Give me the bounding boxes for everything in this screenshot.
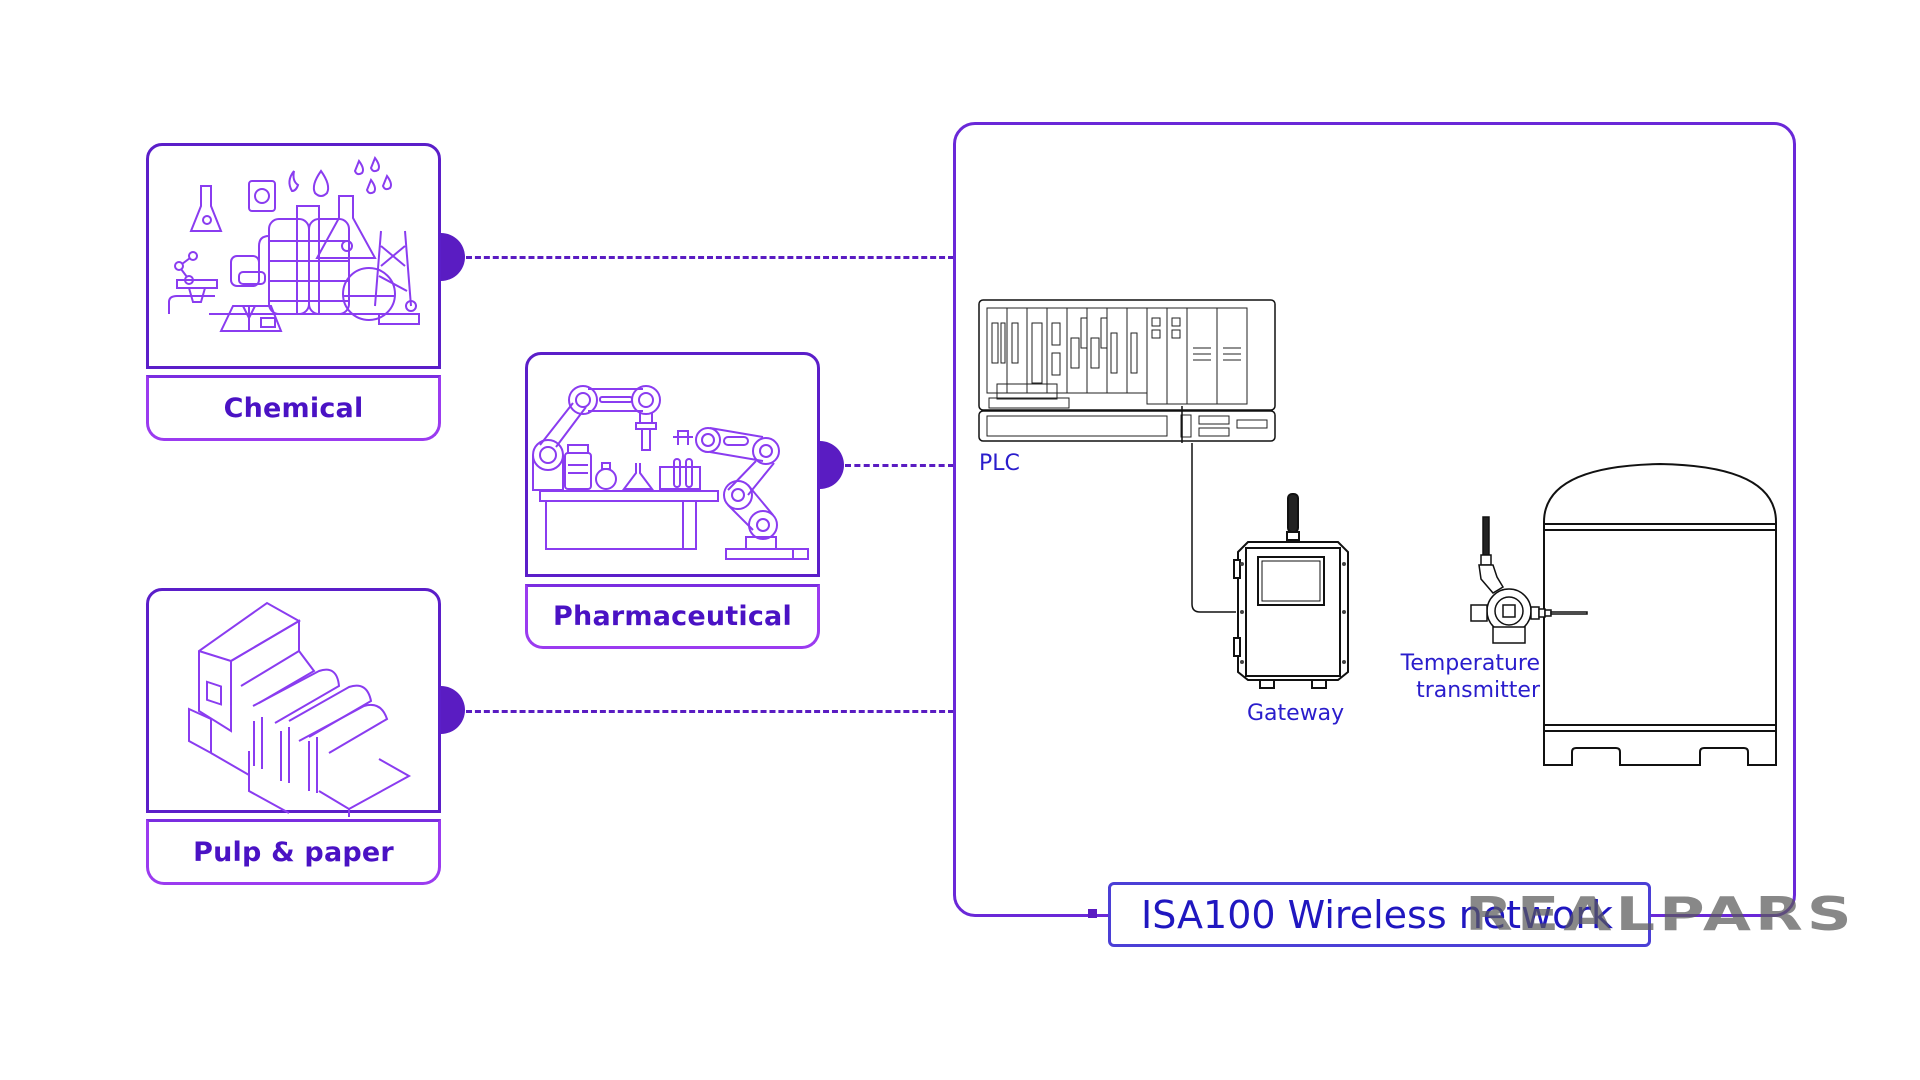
pulp-card bbox=[146, 588, 441, 817]
chemical-label: Chemical bbox=[146, 375, 441, 441]
robotic-lab-icon bbox=[532, 385, 809, 560]
wireless-gateway-icon bbox=[1233, 493, 1349, 689]
transmitter-label: Temperature transmitter bbox=[1390, 650, 1540, 704]
tank-icon bbox=[1543, 462, 1777, 766]
pulp-label: Pulp & paper bbox=[146, 819, 441, 885]
network-title: ISA100 Wireless network bbox=[1108, 882, 1651, 947]
transmitter-label-line2: transmitter bbox=[1416, 678, 1540, 703]
pulp-link-line bbox=[466, 710, 954, 713]
transmitter-label-line1: Temperature bbox=[1400, 651, 1540, 676]
chemical-card bbox=[146, 143, 441, 369]
chemical-link-line bbox=[466, 256, 954, 259]
pharmaceutical-link-line bbox=[845, 464, 954, 467]
realpars-watermark: REALPARS bbox=[1465, 887, 1856, 941]
temperature-transmitter-icon bbox=[1470, 516, 1588, 644]
pharmaceutical-card bbox=[525, 352, 820, 577]
pharmaceutical-label: Pharmaceutical bbox=[525, 584, 820, 649]
chemical-plant-icon bbox=[168, 155, 420, 332]
plc-label: PLC bbox=[979, 451, 1020, 476]
gateway-label: Gateway bbox=[1247, 701, 1345, 726]
paper-machine-icon bbox=[188, 601, 412, 817]
plc-rack-icon bbox=[978, 299, 1276, 443]
